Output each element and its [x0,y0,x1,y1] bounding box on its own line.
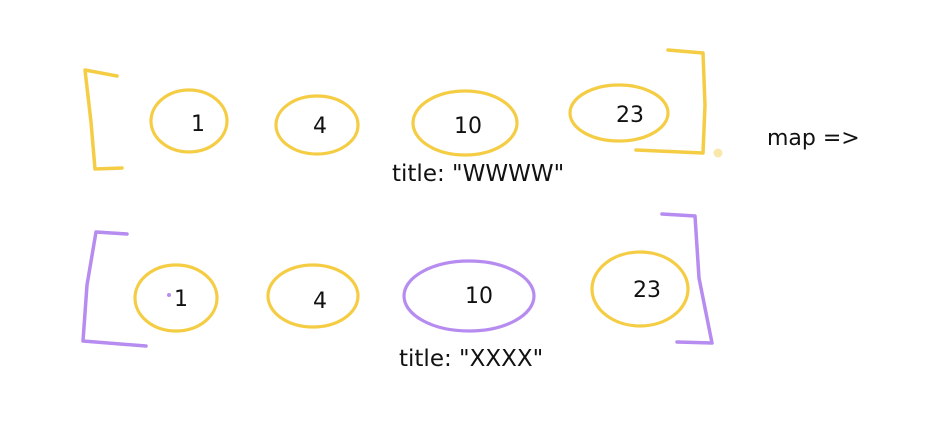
source-bracket-dot [713,148,723,158]
mapped-element-1-circle [133,263,219,333]
source-element-1-label: 1 [191,112,205,137]
source-element-10: 10 [411,89,519,157]
source-element-1-circle [149,88,229,154]
source-element-1: 1 [149,88,229,154]
source-element-23-circle [568,83,670,143]
source-element-23: 23 [568,83,670,143]
mapped-element-23: 23 [590,250,690,328]
mapped-title-caption: title: "XXXX" [399,346,543,372]
mapped-element-10: 10 [402,259,536,333]
source-title-caption: title: "WWWW" [392,161,564,187]
map-operator-label: map => [767,126,860,151]
source-element-4-label: 4 [313,114,327,139]
mapped-element-23-label: 23 [633,278,661,303]
source-element-10-label: 10 [454,114,482,139]
mapped-element-4-label: 4 [313,289,327,314]
mapped-element-23-circle [590,250,690,328]
mapped-element-10-circle [402,259,536,333]
source-left-bracket [83,68,124,171]
source-right-bracket [634,48,707,155]
mapped-element-1: 1 [133,263,219,333]
mapped-left-bracket [81,230,148,348]
mapped-element-1-label: 1 [174,287,188,312]
mapped-array: 1 4 10 23 title: "XXXX" [81,212,714,372]
source-element-23-label: 23 [616,103,644,128]
mapped-element-1-dot [167,293,171,297]
source-element-4-circle [274,94,360,156]
mapped-right-bracket [660,212,714,345]
mapped-element-10-label: 10 [465,284,493,309]
source-array: 1 4 10 23 title: "WWWW" [83,48,723,187]
source-element-4: 4 [274,94,360,156]
source-element-10-circle [411,89,519,157]
mapped-element-4-circle [266,263,360,329]
mapped-element-4: 4 [266,263,360,329]
